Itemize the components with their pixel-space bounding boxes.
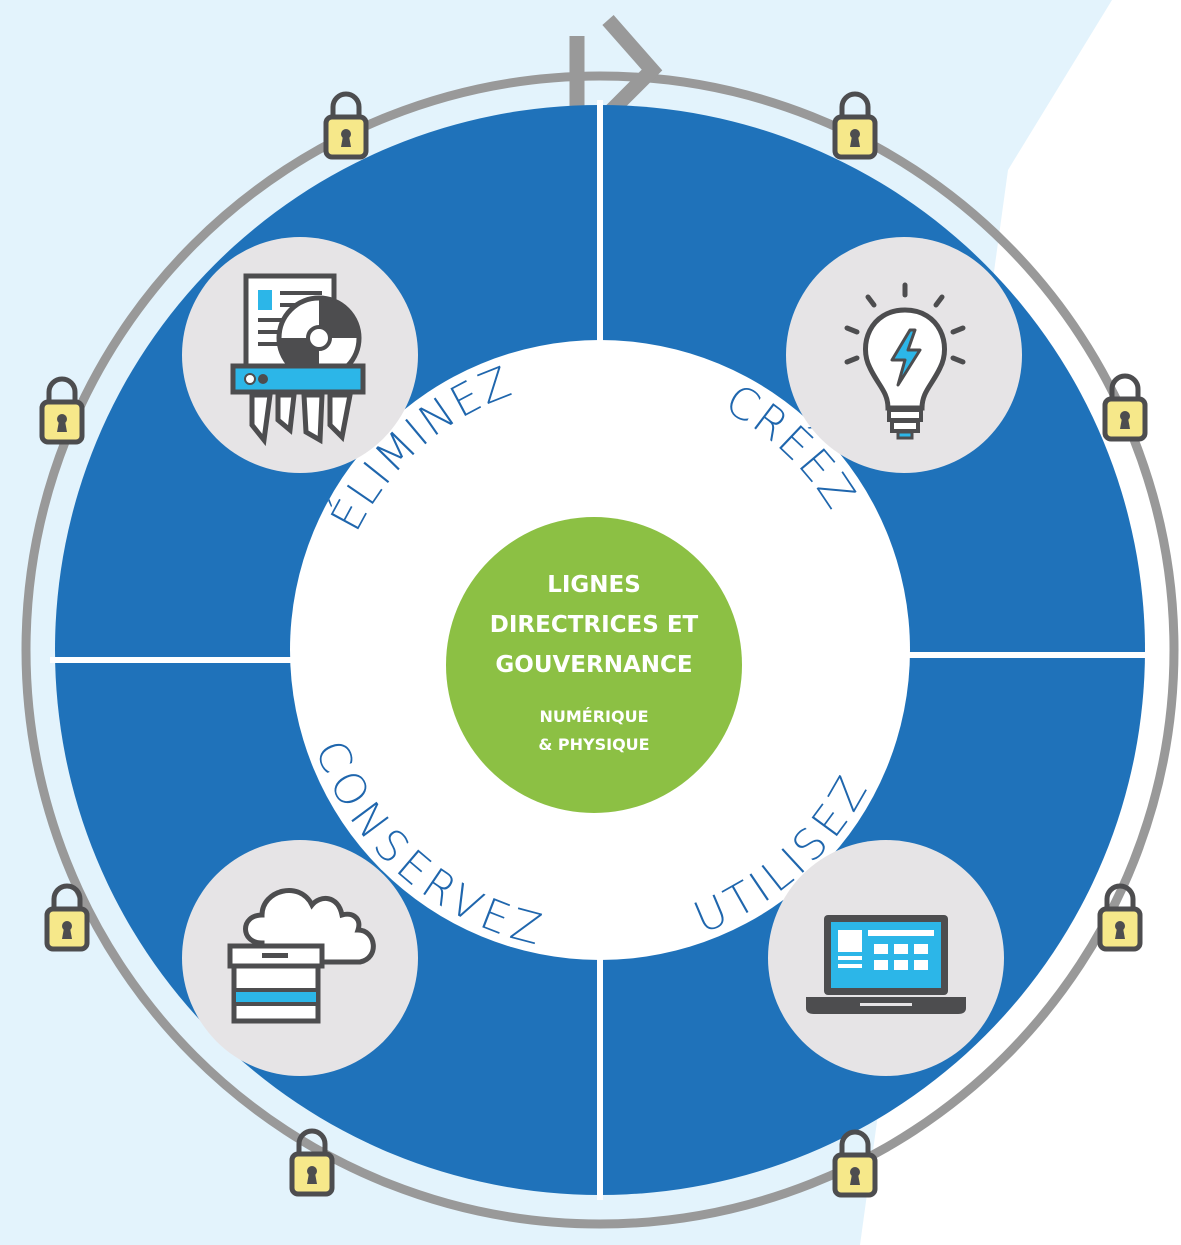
lightbulb-icon (786, 237, 1022, 473)
padlock-icon (1102, 373, 1148, 442)
center-disc (446, 517, 742, 813)
shredder-icon (182, 237, 418, 473)
quadrant-dividers (50, 100, 1150, 1200)
outer-cycle-ring (21, 71, 1179, 1229)
padlock-icon (323, 91, 369, 160)
center-title-line-2: DIRECTRICES ET (490, 612, 699, 638)
center-subtitle-line-1: NUMÉRIQUE (539, 707, 648, 726)
padlock-icon (1097, 883, 1143, 952)
laptop-icon (768, 840, 1004, 1076)
padlock-icon (39, 376, 85, 445)
archive-box-cloud-icon (182, 840, 418, 1076)
center-title-line-3: GOUVERNANCE (495, 652, 692, 678)
padlock-icon (44, 883, 90, 952)
cycle-arrow-icon (569, 15, 663, 120)
padlock-icons (39, 91, 1148, 1198)
center-subtitle-line-2: & PHYSIQUE (538, 735, 649, 754)
padlock-icon (289, 1128, 335, 1197)
center-title-line-1: LIGNES (547, 572, 641, 598)
padlock-icon (832, 91, 878, 160)
padlock-icon (832, 1129, 878, 1198)
